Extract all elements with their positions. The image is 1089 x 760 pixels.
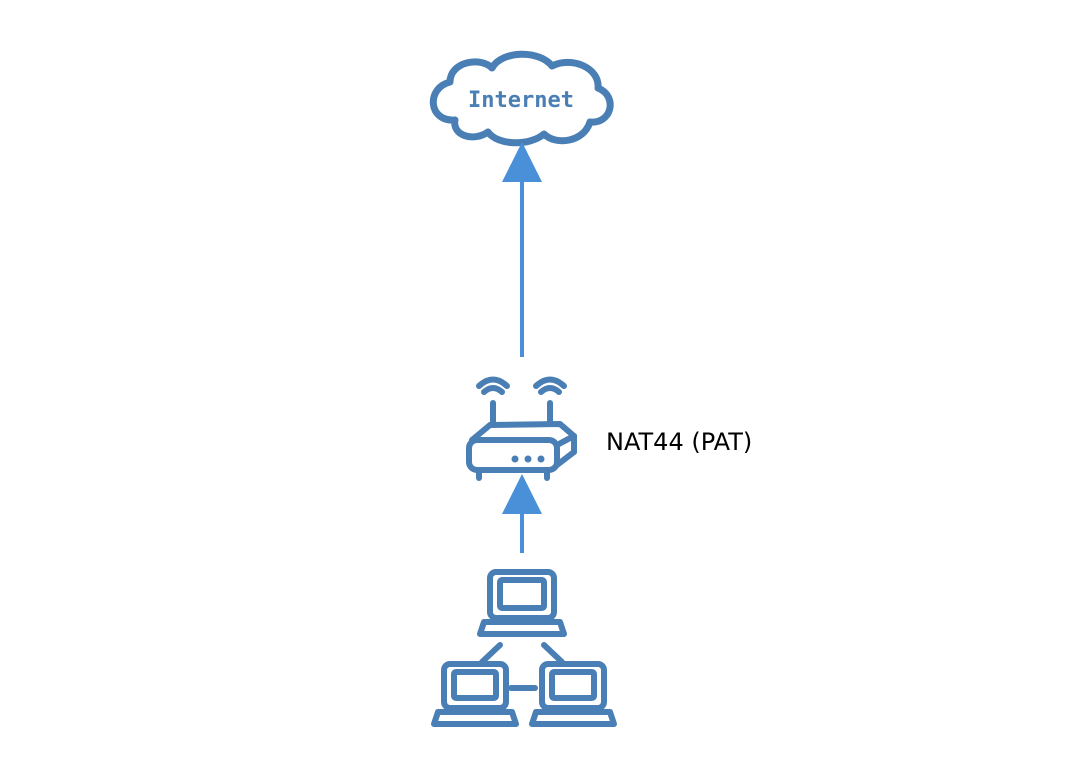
router-icon xyxy=(466,376,577,481)
router-label: NAT44 (PAT) xyxy=(606,428,752,456)
internet-cloud: Internet xyxy=(429,50,614,147)
lan-computers xyxy=(431,569,617,727)
router: NAT44 (PAT) xyxy=(466,376,752,481)
internet-label: Internet xyxy=(468,88,574,113)
lan-computers-icon xyxy=(431,569,617,727)
router-lights xyxy=(511,455,545,463)
